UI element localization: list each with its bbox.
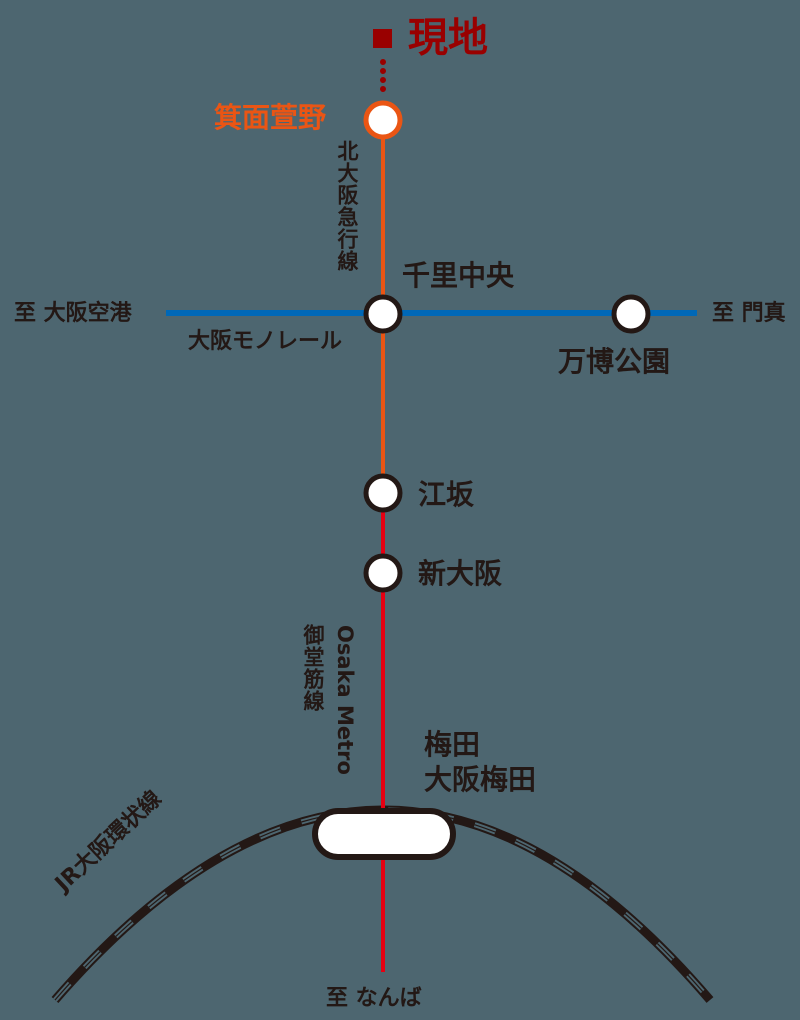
station-shin-osaka[interactable] [363,553,403,593]
station-label-senri-chuo: 千里中央 [402,259,515,292]
station-banpaku-koen[interactable] [611,294,651,334]
monorail-east-terminus: 至 門真 [712,301,786,326]
current-location-connector [380,59,386,92]
station-minoh-kayano[interactable] [363,100,403,140]
station-esaka[interactable] [363,473,403,513]
station-label-osaka-umeda: 大阪梅田 [424,763,537,796]
monorail-west-terminus: 至 大阪空港 [14,301,132,326]
station-label-esaka: 江坂 [418,478,475,511]
midosuji-label-en: Osaka Metro [333,625,357,775]
current-location-marker [373,29,392,48]
midosuji-label-ja: 御堂筋線 [301,624,325,712]
kita-osaka-kyuko-label: 北大阪急行線 [335,140,359,272]
station-label-banpaku-koen: 万博公園 [558,345,671,378]
station-label-umeda: 梅田 [424,728,481,761]
current-location-label: 現地 [408,15,488,61]
osaka-monorail-label: 大阪モノレール [188,329,343,354]
station-umeda[interactable] [312,808,456,860]
station-label-shin-osaka: 新大阪 [418,557,503,590]
station-senri-chuo[interactable] [363,294,403,334]
station-label-minoh-kayano: 箕面萱野 [214,101,327,134]
midosuji-south-terminus: 至 なんば [326,986,422,1011]
